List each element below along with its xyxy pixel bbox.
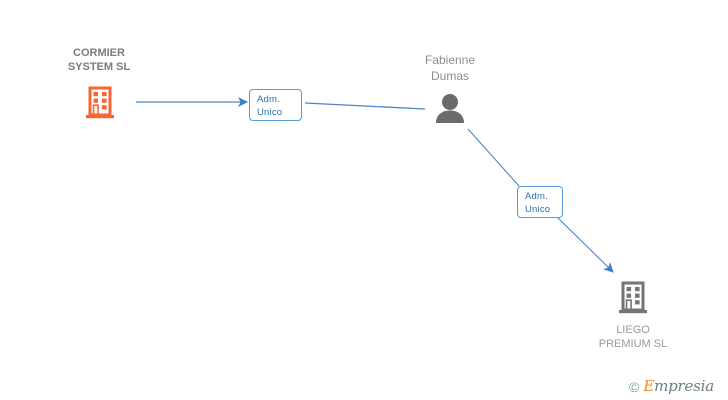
empresia-wordmark: Empresia: [643, 379, 714, 394]
edge-fabienne-cormier: [136, 97, 426, 110]
building-icon[interactable]: [85, 86, 115, 120]
edge-label-adm-unico-cormier[interactable]: Adm. Unico: [249, 89, 302, 121]
building-icon[interactable]: [618, 281, 648, 315]
copyright-icon: ©: [629, 378, 640, 395]
empresia-wordmark-rest: mpresia: [654, 377, 714, 395]
person-icon[interactable]: [433, 93, 467, 123]
company-label-cormier: CORMIER SYSTEM SL: [67, 47, 131, 73]
person-label-fabienne-dumas: Fabienne Dumas: [424, 53, 476, 83]
edge-fabienne-liego: [467, 128, 614, 273]
company-label-liego: LIEGO PREMIUM SL: [598, 324, 668, 350]
empresia-watermark: © Empresia: [629, 379, 714, 394]
edge-label-adm-unico-liego[interactable]: Adm. Unico: [517, 186, 563, 218]
empresia-wordmark-initial: E: [643, 377, 655, 395]
